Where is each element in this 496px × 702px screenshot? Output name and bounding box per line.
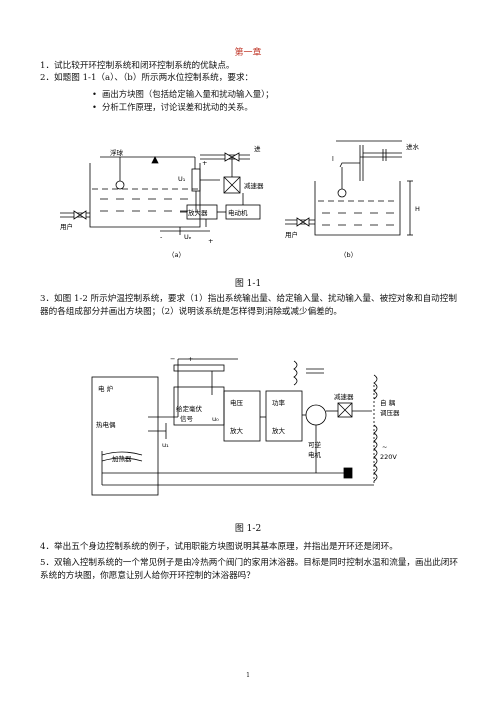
question-4: 4．举出五个身边控制系统的例子，试用职能方块图说明其基本原理，并指出是开环还是闭… — [40, 542, 398, 552]
figure-1-1-caption: 图 1-1 — [234, 279, 262, 289]
question-5: 5．双输入控制系统的一个常见例子是由冷热两个阀门的家用沐浴器。目标是同时控制水温… — [40, 558, 458, 581]
label-ue: Uₑ — [184, 233, 192, 241]
label-user-a: 用户 — [60, 222, 73, 231]
label-ut: u₁ — [162, 441, 169, 449]
label-a: （a） — [168, 251, 185, 259]
label-voltage-amp-2: 放大 — [230, 426, 244, 435]
figure-1-2-caption: 图 1-2 — [234, 524, 262, 534]
label-float: 浮球 — [110, 148, 124, 157]
label-plus-2: + — [208, 237, 213, 245]
label-motor-2: 电机 — [308, 450, 322, 459]
label-reducer-2: 减速器 — [334, 392, 354, 401]
figure-1-1: 浮球 进 用户 减速器 放大器 电动机 U₁ Uₑ + + - 进水 用户 H … — [60, 140, 420, 259]
q2-bullet-1: •画出方块图（包括给定输入量和扰动输入量）； — [92, 89, 274, 99]
label-amplifier-a: 放大器 — [188, 208, 208, 217]
label-auto-2: 调压器 — [380, 408, 400, 417]
page-number: 1 — [246, 672, 250, 679]
label-reducer-a: 减速器 — [244, 181, 264, 190]
label-u0: u₀ — [212, 415, 219, 423]
label-power-amp-2: 放大 — [272, 426, 286, 435]
label-plus-fig2: + — [188, 355, 193, 363]
label-220v: 220V — [380, 453, 397, 461]
label-b: （b） — [340, 251, 357, 259]
label-auto-1: 自 耦 — [380, 398, 396, 407]
figure-1-2: 电 炉 热电偶 加热器 给定毫伏 信号 u₀ u₁ 电压 放大 功率 放大 减速… — [91, 355, 400, 496]
label-motor-a: 电动机 — [228, 208, 248, 217]
question-1: 1．试比较开环控制系统和闭环控制系统的优缺点。 — [40, 61, 235, 71]
label-minus: - — [160, 233, 163, 241]
q2-bullet-2: •分析工作原理，讨论误差和扰动的关系。 — [92, 102, 253, 112]
label-minus-fig2: − — [170, 355, 175, 363]
furnace-box — [91, 376, 159, 496]
label-user-b: 用户 — [285, 230, 298, 239]
label-setpoint: 给定毫伏 — [176, 404, 203, 413]
label-h: H — [415, 205, 420, 213]
tank-b — [314, 181, 401, 236]
chapter-title: 第一章 — [234, 48, 262, 58]
label-signal: 信号 — [180, 414, 194, 423]
label-l: l — [332, 155, 334, 163]
label-voltage-amp-1: 电压 — [230, 398, 244, 407]
question-2: 2．如题图 1-1（a）、（b）所示两水位控制系统，要求： — [40, 73, 254, 83]
label-inlet-a: 进 — [254, 145, 261, 153]
label-plus-1: + — [202, 159, 207, 167]
label-thermocouple: 热电偶 — [96, 420, 116, 429]
label-furnace: 电 炉 — [98, 384, 114, 393]
bullet-dot-icon: • — [92, 89, 97, 99]
label-heater: 加热器 — [112, 454, 132, 463]
tank-a — [89, 163, 201, 228]
label-power-amp-1: 功率 — [272, 398, 286, 407]
bullet-dot-icon: • — [92, 102, 97, 112]
label-u1: U₁ — [178, 175, 186, 183]
label-motor-1: 可逆 — [308, 440, 322, 449]
float-a — [115, 180, 125, 190]
label-tilde: ~ — [382, 443, 387, 451]
question-3: 3．如图 1-2 所示炉温控制系统，要求（1）指出系统输出量、给定输入量、扰动输… — [40, 294, 457, 317]
label-inlet-b: 进水 — [406, 142, 420, 151]
